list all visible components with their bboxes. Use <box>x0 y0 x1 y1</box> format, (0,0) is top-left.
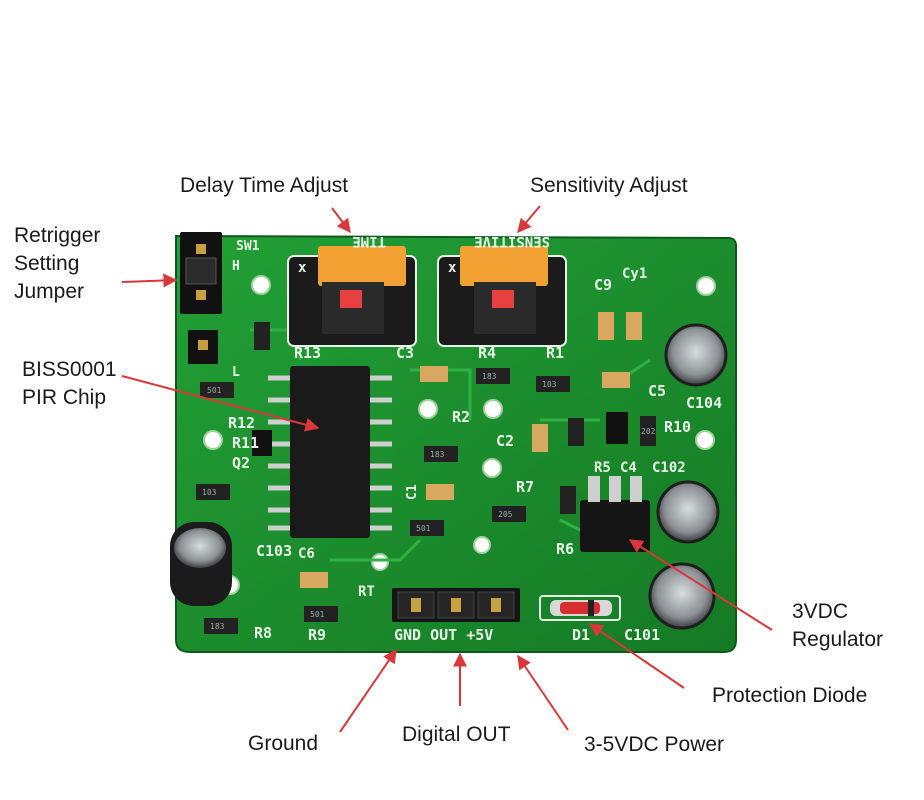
sensitivity-potentiometer <box>437 246 567 347</box>
silk-r7: R7 <box>516 478 534 496</box>
silk-c101: C101 <box>624 626 660 644</box>
label-biss0001-chip: BISS0001 PIR Chip <box>22 358 117 409</box>
svg-text:501: 501 <box>310 610 325 619</box>
silk-c103: C103 <box>256 542 292 560</box>
silk-c4: C4 <box>620 460 637 476</box>
silk-rt: RT <box>358 584 375 600</box>
label-digital-out: Digital OUT <box>402 723 511 746</box>
svg-text:205: 205 <box>498 510 513 519</box>
biss0001-chip <box>268 366 392 538</box>
retrigger-jumper <box>180 232 222 364</box>
silk-d1: D1 <box>572 626 590 644</box>
transistors <box>252 412 628 456</box>
arrow-regulator <box>628 539 773 631</box>
svg-text:183: 183 <box>210 622 225 631</box>
silk-q2: Q2 <box>232 454 250 472</box>
silk-c2: C2 <box>496 432 514 450</box>
silk-c5: C5 <box>648 382 666 400</box>
arrow-delay <box>331 207 351 234</box>
silk-c102: C102 <box>652 460 686 476</box>
silk-x2: x <box>448 260 457 276</box>
svg-text:183: 183 <box>482 372 497 381</box>
silk-x1: x <box>298 260 307 276</box>
arrow-retrigger <box>121 273 178 288</box>
silk-r8: R8 <box>254 624 272 642</box>
svg-text:183: 183 <box>430 450 445 459</box>
svg-text:103: 103 <box>542 380 557 389</box>
silk-c6: C6 <box>298 546 315 562</box>
silk-time: TIME <box>352 233 386 249</box>
silk-h: H <box>232 259 240 274</box>
svg-text:103: 103 <box>202 488 217 497</box>
svg-text:501: 501 <box>416 524 431 533</box>
label-protection-diode: Protection Diode <box>712 684 868 707</box>
silk-sw1: SW1 <box>236 239 260 254</box>
silk-r4: R4 <box>478 344 496 362</box>
silk-r12: R12 <box>228 414 255 432</box>
smd-components <box>196 312 656 634</box>
silk-r6: R6 <box>556 540 574 558</box>
silk-c1: C1 <box>405 484 420 500</box>
label-3vdc-regulator: 3VDC Regulator <box>792 600 884 651</box>
protection-diode <box>539 595 621 621</box>
delay-potentiometer <box>287 246 417 347</box>
callout-arrows <box>121 205 773 733</box>
silk-l: L <box>232 365 240 380</box>
silk-pins: GND OUT +5V <box>394 626 493 644</box>
label-ground: Ground <box>248 732 319 755</box>
silk-r13: R13 <box>294 344 321 362</box>
silk-c9: C9 <box>594 276 612 294</box>
label-power: 3-5VDC Power <box>584 733 725 756</box>
silk-c104: C104 <box>686 394 722 412</box>
silk-cy1: Cy1 <box>622 266 647 282</box>
silk-r11: R11 <box>232 434 259 452</box>
silk-r10: R10 <box>664 418 691 436</box>
label-sensitivity-adjust: Sensitivity Adjust <box>530 174 688 197</box>
label-delay-time-adjust: Delay Time Adjust <box>180 174 349 197</box>
electrolytic-capacitors <box>170 323 728 630</box>
arrow-diode <box>588 623 685 689</box>
label-retrigger-jumper: Retrigger Setting Jumper <box>14 224 101 303</box>
output-header <box>392 588 520 622</box>
silk-c3: C3 <box>396 344 414 362</box>
resistor-codes: 501 103 183 183 103 202 501 205 501 183 <box>202 372 656 631</box>
arrow-ground <box>339 648 397 733</box>
silk-r2: R2 <box>452 408 470 426</box>
silk-sensitive: SENSITIVE <box>474 233 550 249</box>
arrow-biss <box>121 375 320 432</box>
silk-r5: R5 <box>594 460 611 476</box>
arrow-sensitivity <box>517 205 541 234</box>
regulator-component <box>580 476 650 552</box>
svg-text:501: 501 <box>207 386 222 395</box>
arrow-power <box>517 654 569 731</box>
svg-text:202: 202 <box>641 427 656 436</box>
silkscreen-labels: SW1 H L TIME SENSITIVE x x R13 C3 R4 R1 … <box>228 233 722 644</box>
silk-r9: R9 <box>308 626 326 644</box>
silk-r1: R1 <box>546 344 564 362</box>
